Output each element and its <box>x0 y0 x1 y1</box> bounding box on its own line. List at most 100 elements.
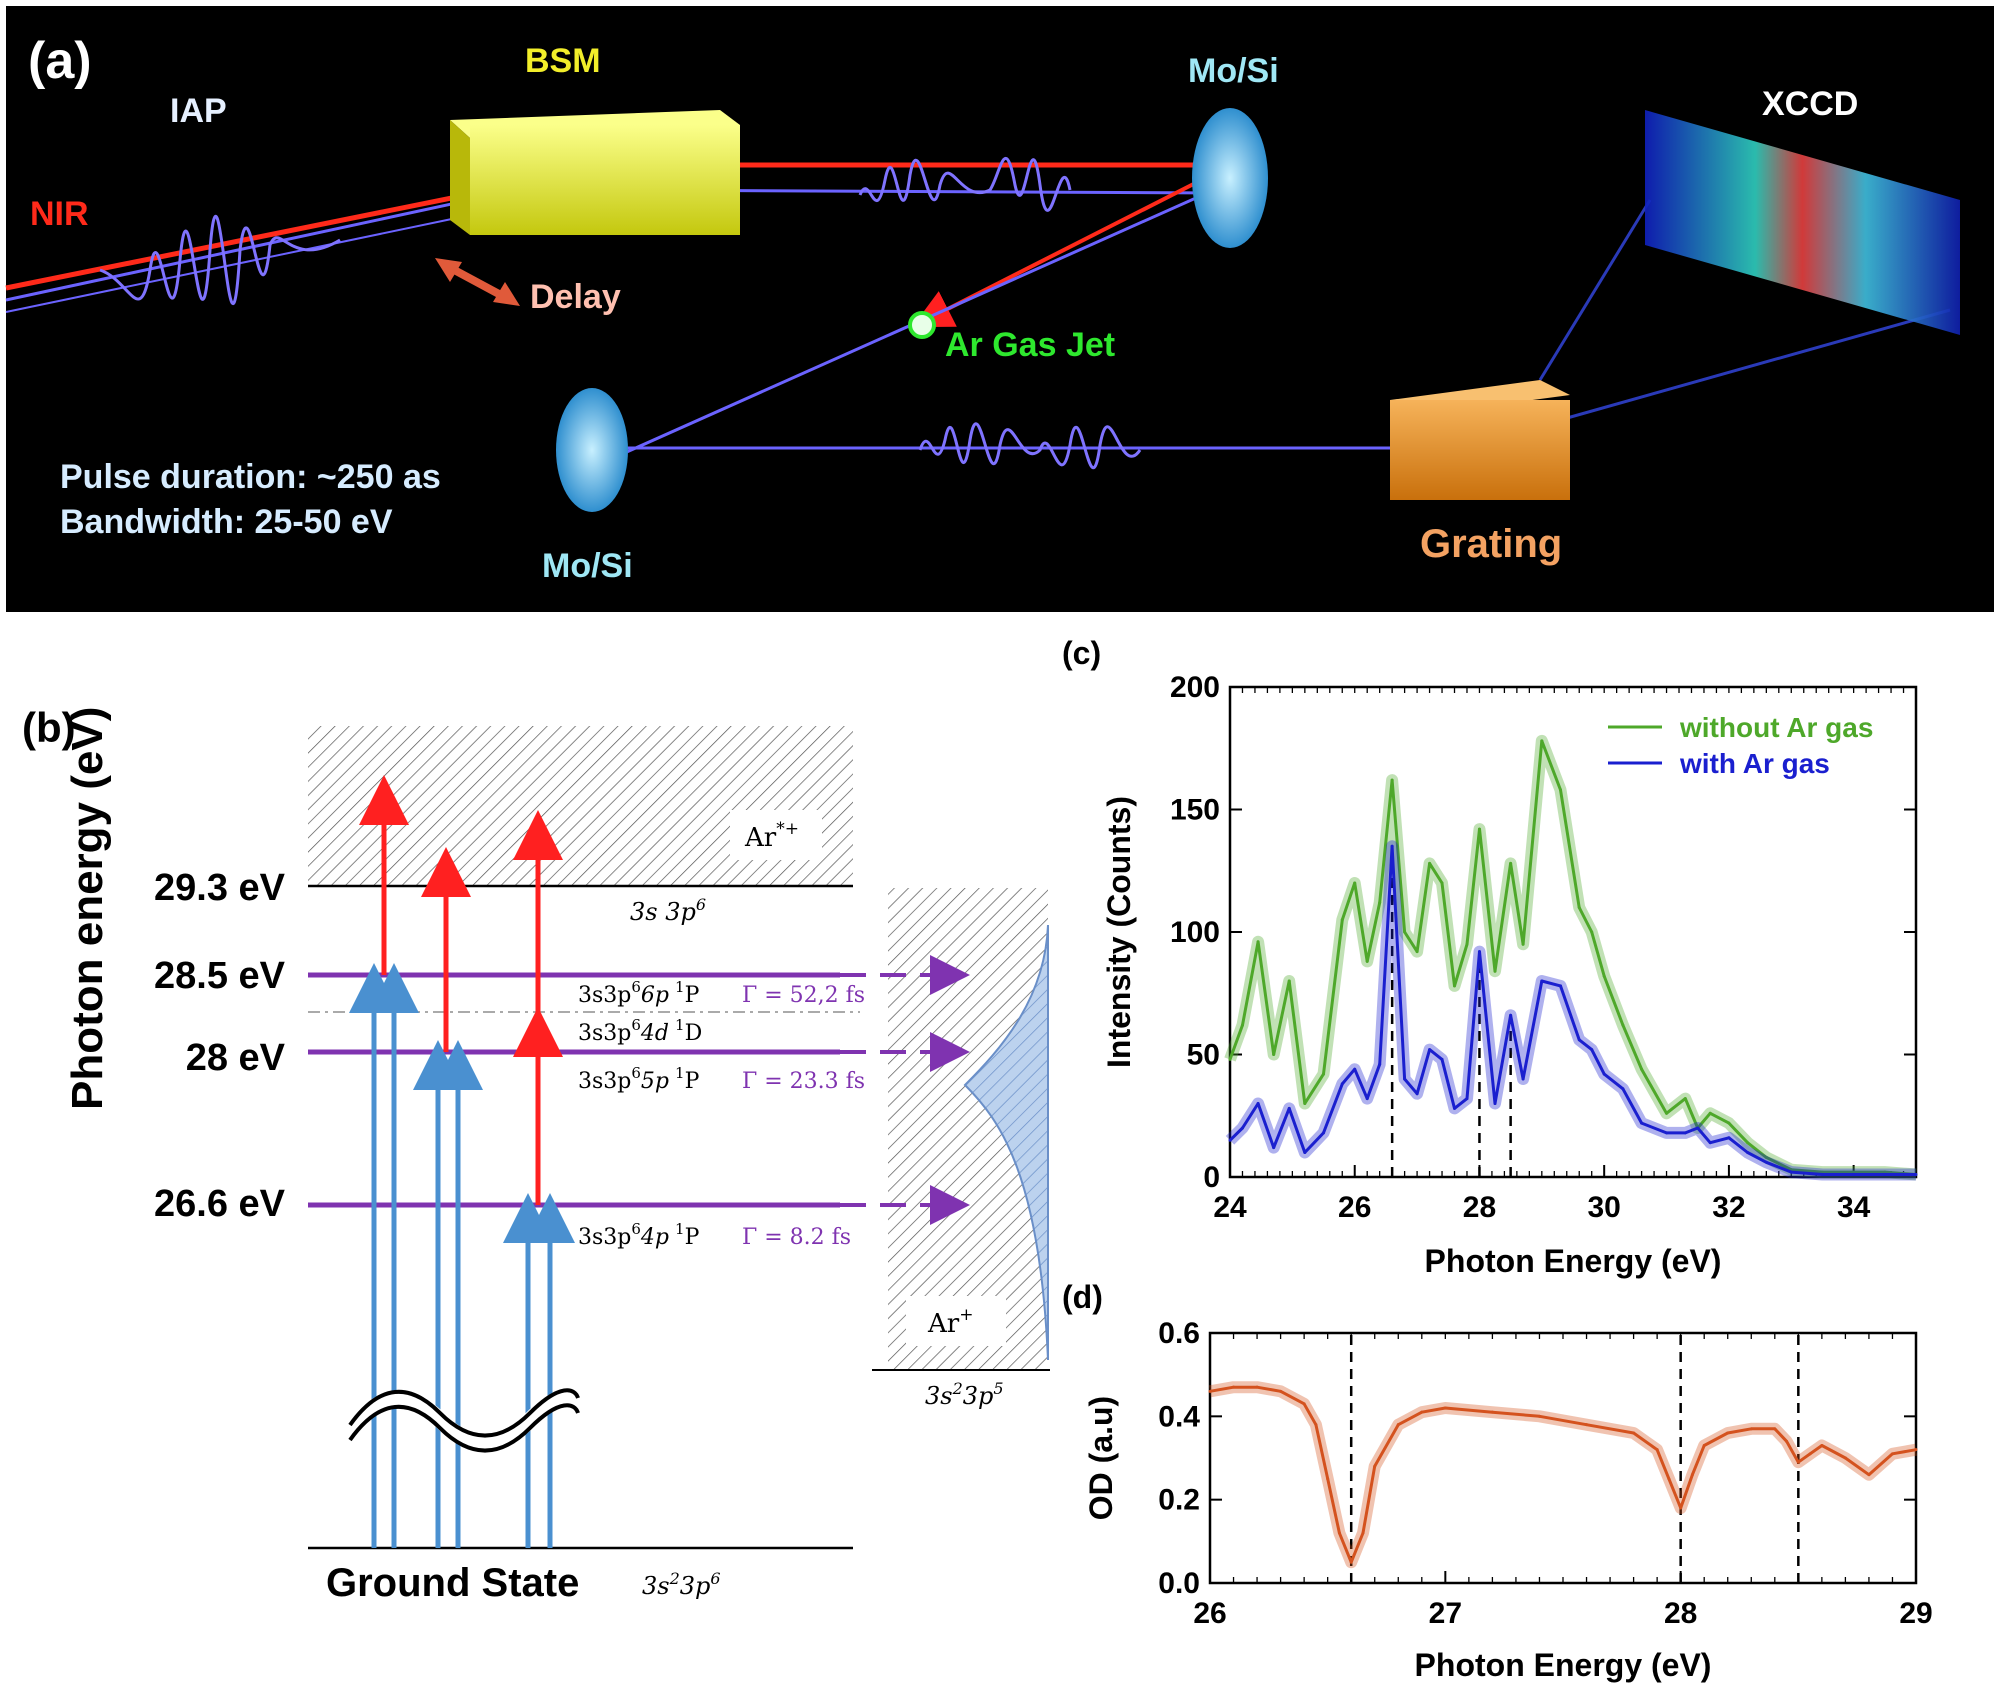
d-series-0-point <box>1726 1431 1730 1435</box>
panel-d-series <box>1208 1333 1918 1583</box>
c-series-1-point <box>1465 1097 1469 1101</box>
mosi-bottom-label: Mo/Si <box>542 547 633 585</box>
c-series-1-point <box>1820 1173 1824 1177</box>
nir-arrows <box>359 775 563 1205</box>
c-series-0-point <box>1852 1170 1856 1174</box>
c-series-1-point <box>1477 950 1481 954</box>
c-series-0-point <box>1428 861 1432 865</box>
c-y-tick-label: 150 <box>1170 794 1220 827</box>
d-series-0-point <box>1796 1460 1800 1464</box>
fano-profile <box>963 924 1049 1361</box>
c-series-0-point <box>1665 1111 1669 1115</box>
panel-c-xlabel: Photon Energy (eV) <box>1425 1243 1722 1279</box>
d-series-0-point <box>1655 1448 1659 1452</box>
config-29-3: 3s 3p6 <box>630 895 706 926</box>
c-series-0-point <box>1378 901 1382 905</box>
ar-star-label: Ar*+ <box>744 819 799 853</box>
c-series-0-point <box>1683 1097 1687 1101</box>
panel-d-ylabel: OD (a.u) <box>1083 1396 1119 1520</box>
d-series-line-0 <box>1209 1385 1917 1564</box>
d-series-band-0 <box>1208 1381 1918 1569</box>
energy-label-28: 28 eV <box>186 1037 286 1079</box>
panel-d-label: (d) <box>1062 1279 1103 1315</box>
upper-continuum <box>308 726 853 886</box>
c-series-0-point <box>1602 974 1606 978</box>
d-series-0-point <box>1373 1464 1377 1468</box>
d-series-0-point <box>1773 1427 1777 1431</box>
c-series-0-point <box>1521 942 1525 946</box>
c-series-1-point <box>1577 1038 1581 1042</box>
d-y-tick-label: 0.2 <box>1158 1484 1200 1517</box>
output-pulse <box>918 422 1142 470</box>
d-x-tick-label: 28 <box>1664 1597 1697 1630</box>
ar-plus-box <box>906 1296 1006 1346</box>
d-series-0-point <box>1867 1473 1871 1477</box>
panel-b: (b) Photon energy (eV) Ar*+ Ar+ 3s23p5 2… <box>22 704 1050 1605</box>
d-series-0-point <box>1585 1423 1589 1427</box>
d-series-0-point <box>1396 1423 1400 1427</box>
c-y-tick-label: 100 <box>1170 916 1220 949</box>
axis-break-1 <box>348 1388 580 1438</box>
d-series-0-point <box>1208 1389 1212 1393</box>
xuv-arrows <box>349 963 575 1548</box>
c-series-0-point <box>1746 1141 1750 1145</box>
c-series-1-point <box>1390 844 1394 848</box>
panel-a-background <box>6 6 1994 612</box>
c-series-1-point <box>1883 1173 1887 1177</box>
c-series-1-point <box>1415 1092 1419 1096</box>
ar-plus-label: Ar+ <box>927 1305 973 1339</box>
c-series-1-point <box>1521 1077 1525 1081</box>
c-series-1-point <box>1303 1151 1307 1154</box>
c-series-0-point <box>1340 918 1344 922</box>
c-series-0-point <box>1540 739 1544 743</box>
c-series-1-point <box>1696 1126 1700 1130</box>
d-x-tick-label: 27 <box>1429 1597 1462 1630</box>
d-series-0-point <box>1808 1452 1812 1456</box>
legend-label-without: without Ar gas <box>1679 712 1873 743</box>
grating-block <box>1390 400 1570 500</box>
c-series-1-point <box>1602 1072 1606 1076</box>
mosi-top-mirror <box>1192 108 1268 248</box>
ground-config: 3s23p6 <box>642 1569 721 1600</box>
delay-arrowhead-1 <box>435 258 462 282</box>
d-series-0-point <box>1843 1456 1847 1460</box>
energy-label-26-6: 26.6 eV <box>154 1183 286 1225</box>
ground-state-label: Ground State <box>326 1561 579 1605</box>
c-series-0-point <box>1621 1023 1625 1027</box>
ar-star-box <box>730 810 822 860</box>
grating-to-ccd-2 <box>1559 308 1951 422</box>
c-series-0-point <box>1708 1111 1712 1115</box>
gas-jet-marker <box>908 311 936 339</box>
d-y-tick-label: 0.0 <box>1158 1567 1200 1600</box>
c-series-0-point <box>1590 930 1594 934</box>
c-series-1-point <box>1683 1131 1687 1135</box>
d-series-0-point <box>1890 1452 1894 1456</box>
c-series-0-point <box>1493 969 1497 973</box>
c-series-0-point <box>1883 1170 1887 1174</box>
c-series-0-point <box>1240 1023 1244 1027</box>
c-series-0-point <box>1353 881 1357 885</box>
c-series-1-point <box>1914 1173 1918 1177</box>
d-series-0-point <box>1914 1448 1918 1452</box>
d-series-0-point <box>1632 1431 1636 1435</box>
transmitted-pulse <box>858 156 1072 212</box>
energy-label-29-3: 29.3 eV <box>154 867 286 909</box>
c-series-1-point <box>1621 1087 1625 1091</box>
c-x-tick-label: 26 <box>1338 1191 1371 1224</box>
c-series-1-point <box>1789 1170 1793 1174</box>
c-x-tick-label: 30 <box>1587 1191 1620 1224</box>
c-series-1-point <box>1365 1097 1369 1101</box>
bsm-side <box>450 120 470 235</box>
c-series-0-point <box>1640 1067 1644 1071</box>
c-series-1-point <box>1378 1062 1382 1066</box>
c-series-1-point <box>1640 1121 1644 1125</box>
nir-to-gas <box>912 166 1226 328</box>
c-series-0-point <box>1272 1053 1276 1056</box>
c-series-1-point <box>1440 1057 1444 1061</box>
iap-pulse <box>99 214 341 306</box>
d-series-0-point <box>1326 1477 1330 1481</box>
c-series-0-point <box>1440 881 1444 885</box>
